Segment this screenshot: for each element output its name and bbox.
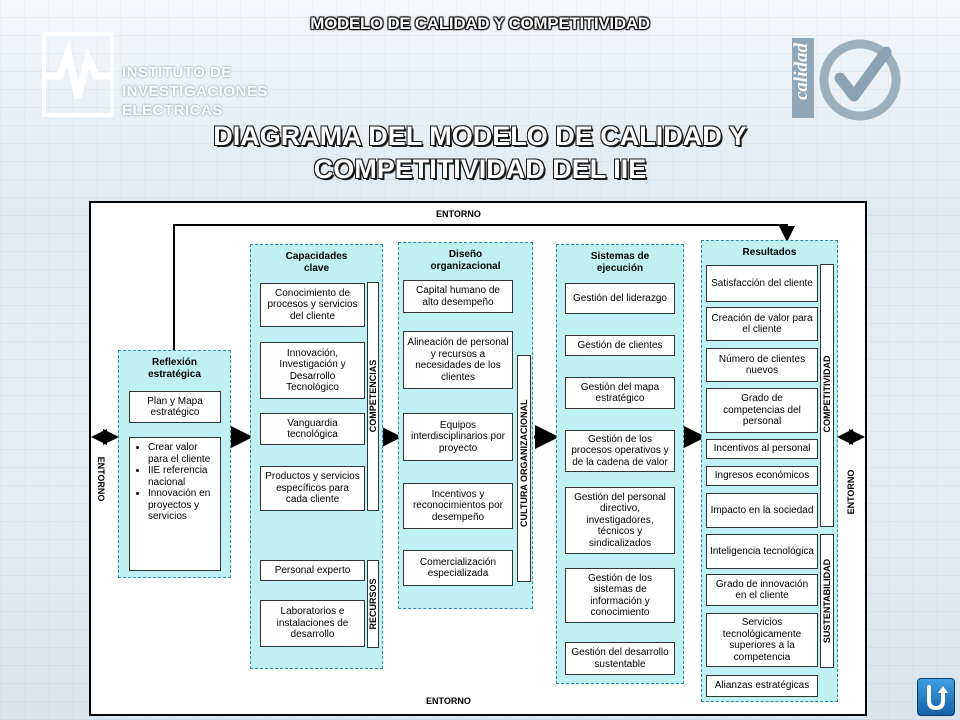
competitividad-label: COMPETITIVIDAD [822, 355, 832, 433]
resultados-column: Resultados Satisfacción del cliente Crea… [701, 240, 838, 702]
sistemas-title: Sistemas de ejecución [590, 251, 650, 274]
capacidad-box: Laboratorios e instalaciones de desarrol… [260, 600, 365, 647]
plan-mapa-box: Plan y Mapa estratégico [129, 391, 221, 423]
list-item: Innovación en proyectos y servicios [148, 488, 218, 523]
sustentabilidad-bar [820, 534, 834, 668]
diseno-box: Capital humano de alto desempeño [403, 280, 513, 313]
competencias-label: COMPETENCIAS [368, 359, 378, 433]
competencias-bar [367, 282, 379, 511]
sistema-box: Gestión del desarrollo sustentable [565, 642, 675, 675]
cultura-organizacional-label: CULTURA ORGANIZACIONAL [519, 399, 529, 528]
resultados-title: Resultados [742, 247, 797, 258]
slide-header-title: MODELO DE CALIDAD Y COMPETITIVIDAD [310, 14, 650, 33]
institute-line-3: ELECTRICAS [122, 102, 223, 119]
reflexion-title: Reflexión estratégica [148, 357, 201, 380]
cultura-organizacional-bar [517, 355, 531, 582]
sistemas-ejecucion-column: Sistemas de ejecución Gestión del lidera… [556, 244, 684, 684]
sustentabilidad-label: SUSTENTABILIDAD [822, 558, 832, 644]
return-button[interactable] [917, 678, 955, 716]
sistema-box: Gestión del personal directivo, investig… [565, 487, 675, 554]
resultado-box: Número de clientes nuevos [706, 348, 818, 382]
quality-model-diagram: ENTORNO ENTORNO ENTORNO ENTORNO Reflexió… [89, 201, 867, 716]
capacidades-title: Capacidades clave [285, 251, 348, 274]
resultado-box: Impacto en la sociedad [706, 493, 818, 528]
main-title-line-1: DIAGRAMA DEL MODELO DE CALIDAD Y [213, 121, 747, 151]
sistema-box: Gestión del liderazgo [565, 283, 675, 314]
reflexion-bullets: Crear valor para el cliente IIE referenc… [129, 437, 221, 571]
resultado-box: Inteligencia tecnológica [706, 534, 818, 569]
recursos-bar [367, 560, 379, 648]
diseno-box: Incentivos y reconocimientos por desempe… [403, 483, 513, 529]
resultado-box: Incentivos al personal [706, 439, 818, 459]
sistema-box: Gestión del mapa estratégico [565, 377, 675, 409]
capacidad-box: Personal experto [260, 560, 365, 581]
institute-line-2: INVESTIGACIONES [122, 83, 268, 100]
sistema-box: Gestión de los procesos operativos y de … [565, 430, 675, 472]
resultado-box: Satisfacción del cliente [706, 265, 818, 302]
capacidades-clave-column: Capacidades clave Conocimiento de proces… [250, 244, 383, 669]
capacidad-box: Productos y servicios específicos para c… [260, 466, 365, 511]
u-turn-return-icon [927, 685, 948, 711]
main-title: DIAGRAMA DEL MODELO DE CALIDAD Y COMPETI… [120, 120, 840, 186]
competitividad-bar [820, 264, 834, 527]
calidad-logo-text: calidad [791, 43, 812, 100]
entorno-right-label: ENTORNO [846, 469, 856, 515]
institute-name: INSTITUTO DE INVESTIGACIONES ELECTRICAS [122, 63, 268, 120]
entorno-left-label: ENTORNO [96, 456, 106, 502]
diseno-organizacional-column: Diseño organizacional Capital humano de … [398, 242, 533, 609]
entorno-top-label: ENTORNO [436, 209, 481, 219]
diseno-title: Diseño organizacional [430, 249, 501, 272]
recursos-label: RECURSOS [368, 578, 378, 630]
calidad-logo-icon: calidad [790, 30, 905, 125]
diseno-box: Comercialización especializada [403, 550, 513, 586]
capacidad-box: Vanguardia tecnológica [260, 413, 365, 445]
sistema-box: Gestión de los sistemas de información y… [565, 568, 675, 623]
list-item: Crear valor para el cliente [148, 442, 218, 465]
resultado-box: Alianzas estratégicas [706, 675, 818, 697]
sistema-box: Gestión de clientes [565, 335, 675, 356]
main-title-line-2: COMPETITIVIDAD DEL IIE [313, 154, 647, 184]
iie-logo-icon [42, 32, 114, 117]
capacidad-box: Innovación, Investigación y Desarrollo T… [260, 342, 365, 399]
resultado-box: Servicios tecnológicamente superiores a … [706, 613, 818, 667]
diseno-box: Equipos interdisciplinarios por proyecto [403, 413, 513, 461]
resultado-box: Grado de competencias del personal [706, 388, 818, 433]
reflexion-estrategica-column: Reflexión estratégica Plan y Mapa estrat… [118, 350, 231, 578]
list-item: IIE referencia nacional [148, 465, 218, 488]
resultado-box: Creación de valor para el cliente [706, 307, 818, 341]
institute-line-1: INSTITUTO DE [122, 64, 232, 81]
diseno-box: Alineación de personal y recursos a nece… [403, 331, 513, 389]
resultado-box: Ingresos económicos [706, 466, 818, 486]
entorno-bottom-label: ENTORNO [426, 696, 471, 706]
capacidad-box: Conocimiento de procesos y servicios del… [260, 283, 365, 327]
resultado-box: Grado de innovación en el cliente [706, 574, 818, 606]
